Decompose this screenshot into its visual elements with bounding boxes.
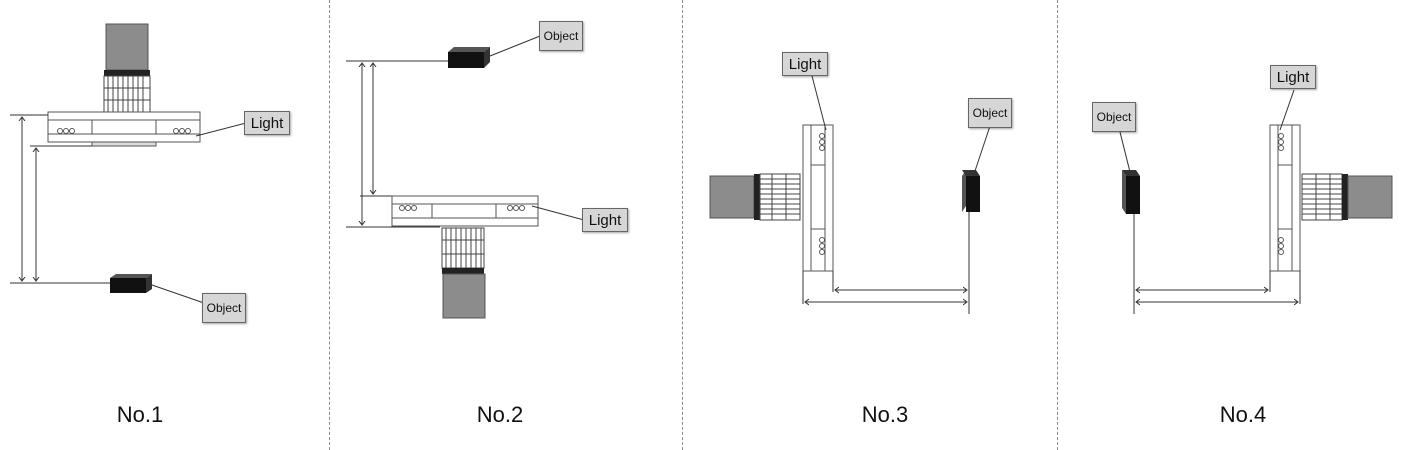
object-block — [448, 47, 490, 68]
camera-lens — [759, 173, 801, 221]
ring-light — [802, 124, 834, 272]
panel-caption: No.2 — [476, 402, 524, 427]
object-block — [962, 170, 980, 212]
panel-2-drawing — [346, 35, 585, 319]
camera-body — [105, 23, 149, 71]
object-label: Object — [202, 293, 246, 323]
panel-divider-1 — [329, 0, 330, 450]
panel-caption: No.3 — [861, 402, 909, 427]
object-label: Object — [539, 21, 583, 51]
panel-divider-2 — [682, 0, 683, 450]
camera-collar — [754, 174, 760, 220]
ring-light — [391, 195, 539, 227]
object-leader — [489, 35, 541, 57]
camera-body — [1347, 175, 1393, 219]
camera-lens — [441, 227, 485, 269]
object-block — [1122, 170, 1140, 214]
object-label: Object — [968, 98, 1012, 128]
panel-caption: No.4 — [1219, 402, 1267, 427]
light-label: Light — [1270, 65, 1316, 89]
panel-3-drawing — [709, 75, 991, 314]
camera-body — [709, 175, 755, 219]
panel-1-drawing — [10, 23, 247, 304]
light-leader — [1279, 89, 1295, 131]
light-label: Light — [782, 52, 828, 76]
camera-lens — [1301, 173, 1343, 221]
ring-light — [1269, 124, 1301, 272]
panel-divider-3 — [1057, 0, 1058, 450]
object-label: Object — [1092, 102, 1136, 132]
light-leader — [195, 122, 247, 137]
object-leader — [151, 284, 205, 304]
ring-light — [47, 111, 201, 147]
camera-collar — [1342, 174, 1348, 220]
object-leader — [1119, 131, 1131, 173]
light-label: Light — [244, 111, 290, 135]
light-leader — [811, 75, 827, 131]
camera-collar — [442, 268, 484, 274]
camera-lens — [103, 75, 151, 113]
object-leader — [973, 125, 991, 175]
camera-collar — [104, 70, 150, 76]
panel-caption: No.1 — [116, 402, 164, 427]
panel-4-drawing — [1119, 89, 1393, 314]
object-block — [110, 274, 152, 293]
light-label: Light — [582, 208, 628, 232]
light-leader — [531, 205, 585, 221]
camera-body — [442, 273, 486, 319]
